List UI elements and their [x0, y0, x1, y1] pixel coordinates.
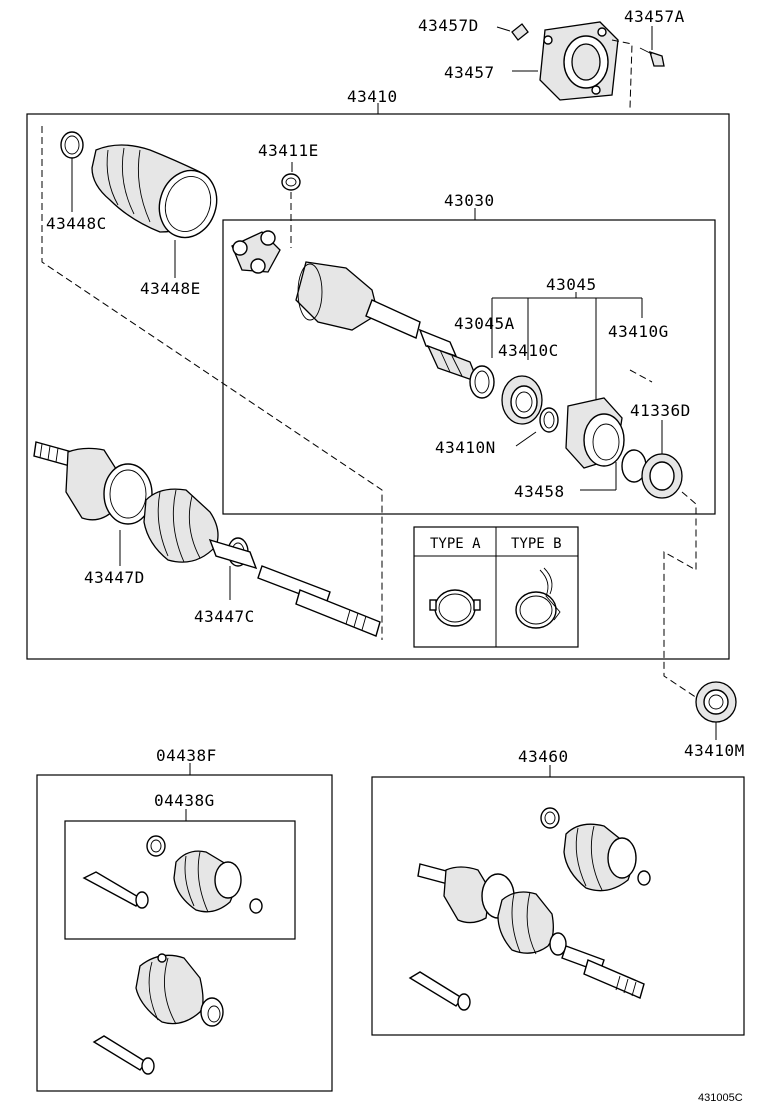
label-43458: 43458 — [514, 482, 565, 501]
label-43457D: 43457D — [418, 16, 479, 35]
clamp-43448C-part — [60, 131, 84, 159]
grease-tube-04438G-part — [82, 871, 149, 909]
snap-ring-43410N-part — [539, 407, 559, 433]
snap-ring-43460-part — [637, 870, 651, 886]
drive-shaft-part — [208, 538, 381, 637]
bearing-housing-43458-part — [565, 397, 625, 469]
legend-type-b: TYPE B — [511, 536, 562, 552]
boot-43448E-part — [91, 144, 218, 239]
tripod-joint-part — [231, 230, 281, 274]
bearing-bracket-part — [539, 21, 619, 101]
group-box-04438F — [36, 774, 333, 1092]
clamp-type-legend: TYPE A TYPE B — [413, 526, 579, 648]
snap-ring-43045A-part — [469, 365, 495, 399]
label-41336D: 41336D — [630, 401, 691, 420]
clamp-43460-part — [540, 807, 560, 829]
group-box-43030 — [222, 219, 716, 515]
snap-ring-43411E-part — [281, 173, 301, 191]
pin-43410G-part — [629, 369, 653, 383]
group-box-43460 — [371, 776, 745, 1036]
clamp-04438G-part — [146, 835, 166, 857]
boot-43447D-part — [143, 488, 219, 563]
label-43410C: 43410C — [498, 341, 559, 360]
snap-ring-04438G-part — [249, 898, 263, 914]
label-43410M: 43410M — [684, 741, 745, 760]
boot-04438F-part — [135, 953, 224, 1027]
alignment-guide-left — [41, 126, 383, 640]
label-43030: 43030 — [444, 191, 495, 210]
group-box-04438G — [64, 820, 296, 940]
boot-04438G-part — [173, 850, 242, 913]
label-43447D: 43447D — [84, 568, 145, 587]
label-04438F: 04438F — [156, 746, 217, 765]
label-04438G: 04438G — [154, 791, 215, 810]
outboard-joint-part — [33, 441, 153, 525]
label-43410N: 43410N — [435, 438, 496, 457]
label-43447C: 43447C — [194, 607, 255, 626]
label-43045: 43045 — [546, 275, 597, 294]
bolt-43457D-part — [511, 23, 529, 41]
label-43460: 43460 — [518, 747, 569, 766]
grease-tube-43460-part — [408, 971, 471, 1011]
label-43045A: 43045A — [454, 314, 515, 333]
bearing-43410M-part — [695, 681, 737, 723]
bearing-43410C-part — [501, 375, 543, 425]
clamp-type-b-part — [515, 567, 561, 629]
label-43410G: 43410G — [608, 322, 669, 341]
inboard-joint-shaft-part — [295, 261, 480, 384]
label-43411E: 43411E — [258, 141, 319, 160]
grease-tube-04438F-part — [92, 1035, 155, 1075]
legend-type-a: TYPE A — [430, 536, 481, 552]
label-43410: 43410 — [347, 87, 398, 106]
alignment-guide-right — [663, 491, 701, 701]
label-43448E: 43448E — [140, 279, 201, 298]
label-43448C: 43448C — [46, 214, 107, 233]
bolt-43457A-part — [639, 47, 665, 67]
boot-43460-part — [563, 823, 637, 892]
diagram-reference-code: 431005C — [698, 1092, 743, 1104]
seal-41336D-part — [621, 449, 683, 499]
label-43457A: 43457A — [624, 7, 685, 26]
clamp-type-a-part — [429, 589, 481, 627]
label-43457: 43457 — [444, 63, 495, 82]
drive-shaft-43460-part — [417, 863, 645, 999]
